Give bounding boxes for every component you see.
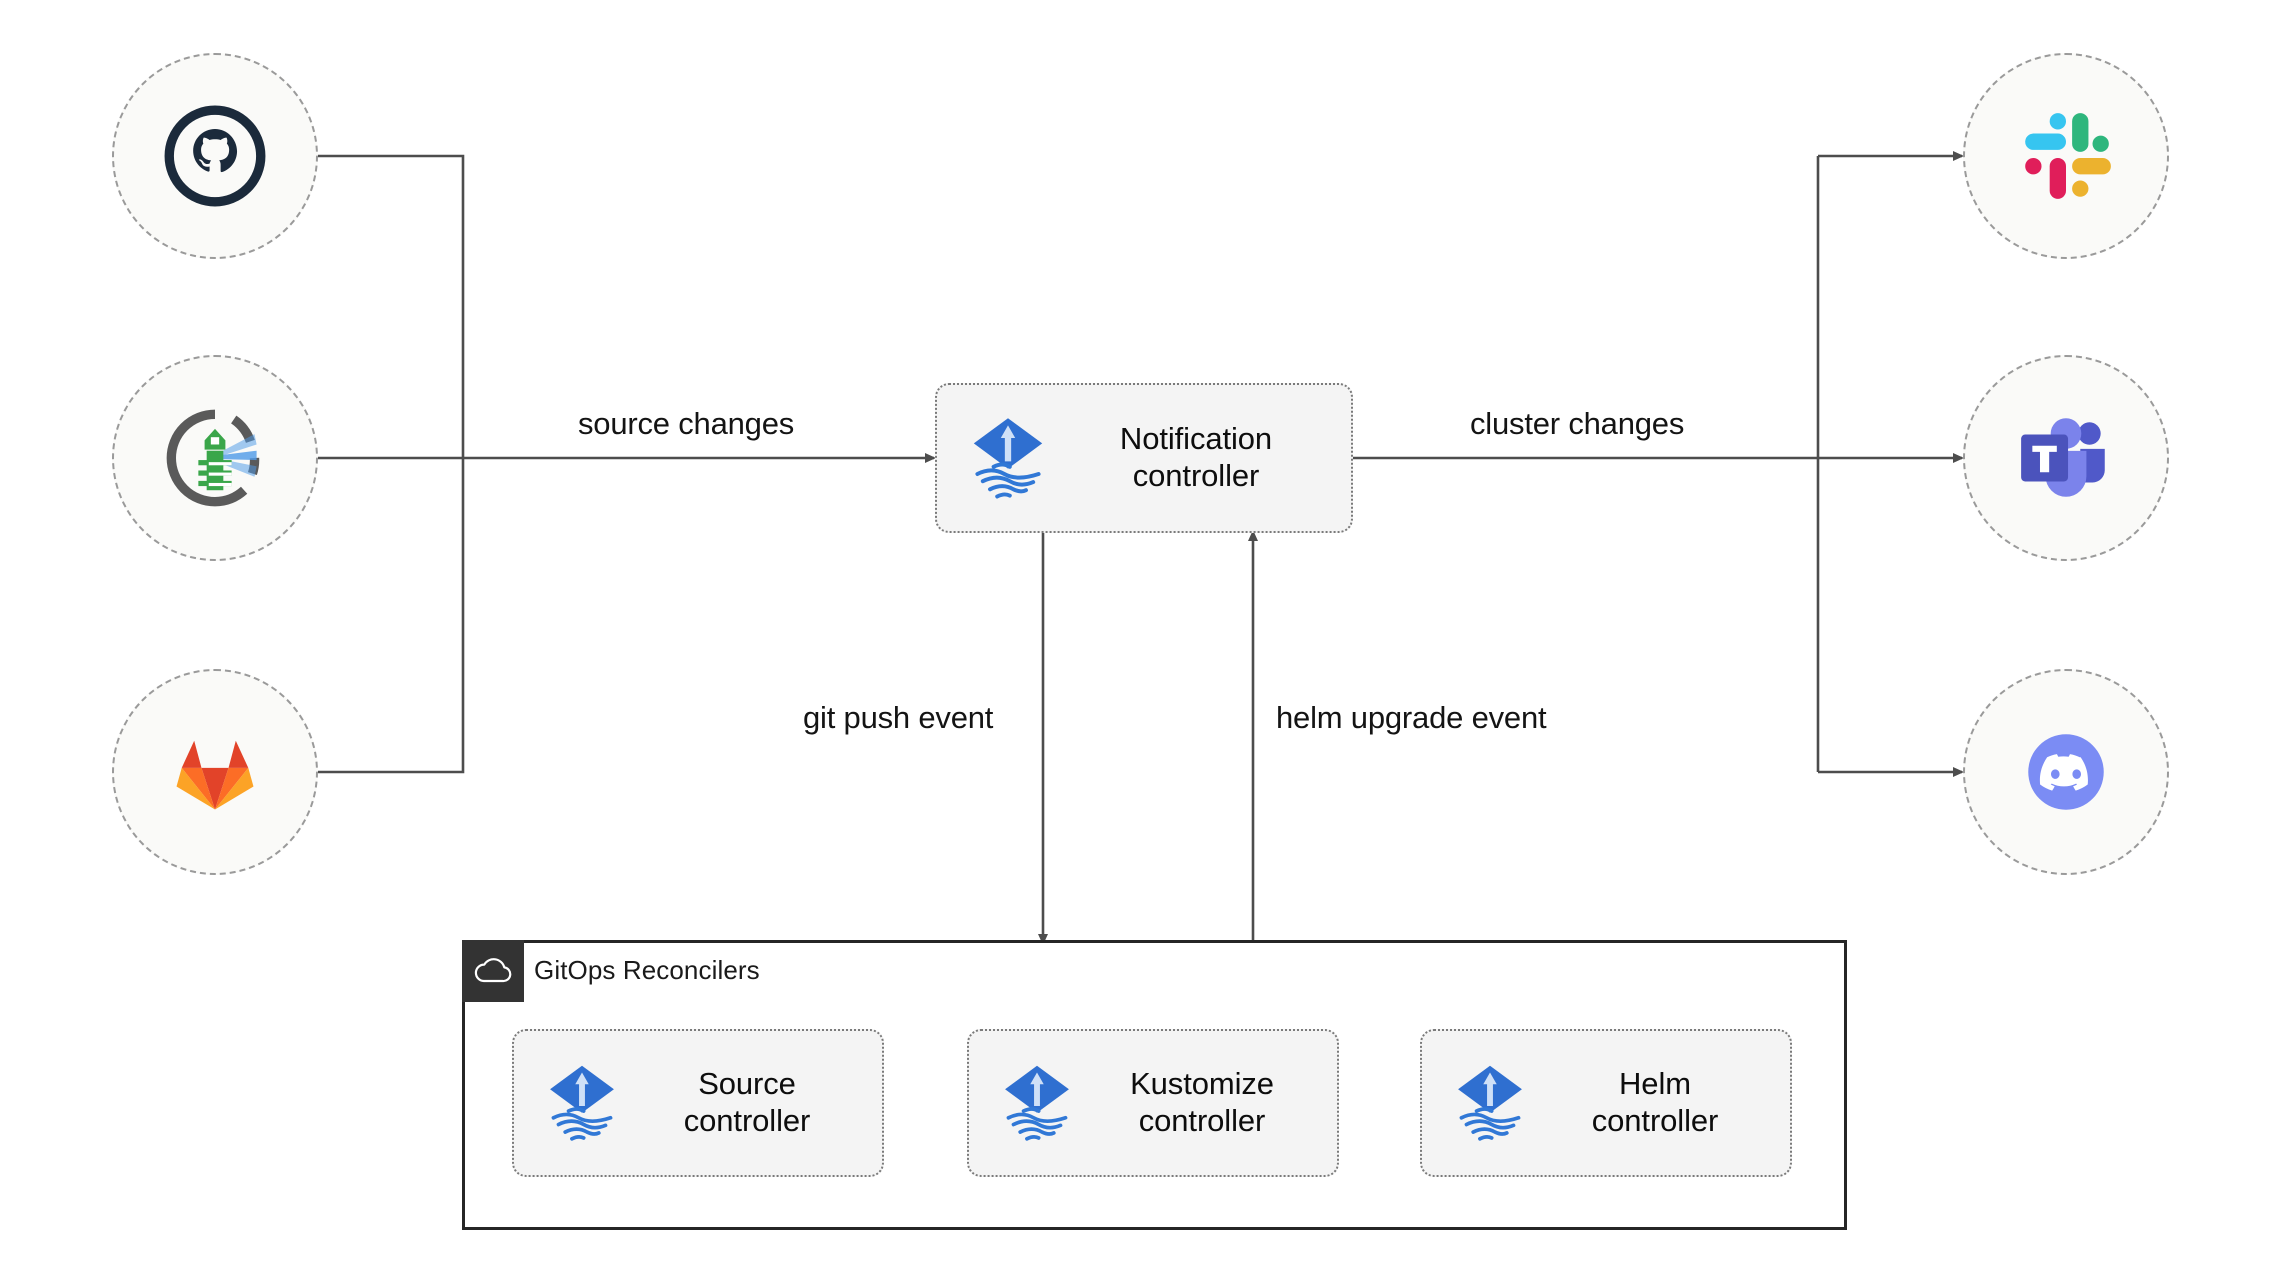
source-node-gitlab[interactable] bbox=[112, 669, 318, 875]
destination-node-teams[interactable] bbox=[1963, 355, 2169, 561]
flux-logo-icon bbox=[995, 1059, 1079, 1148]
edge-label-cluster-changes: cluster changes bbox=[1470, 406, 1685, 441]
flux-logo-icon bbox=[1448, 1059, 1532, 1148]
source-controller-box[interactable]: Source controller bbox=[512, 1029, 884, 1177]
edge-label-git-push-event: git push event bbox=[803, 700, 994, 735]
helm-controller-box[interactable]: Helm controller bbox=[1420, 1029, 1792, 1177]
helm-controller-label: Helm controller bbox=[1591, 1066, 1719, 1138]
edge-label-source-changes: source changes bbox=[578, 406, 795, 441]
source-controller-label: Source controller bbox=[683, 1066, 811, 1138]
cloud-icon bbox=[474, 958, 512, 983]
slack-icon bbox=[2025, 113, 2111, 199]
github-icon bbox=[164, 105, 266, 207]
notification-controller-label: Notification controller bbox=[1119, 421, 1273, 493]
harbor-icon bbox=[166, 409, 260, 507]
discord-icon bbox=[2028, 734, 2104, 810]
kustomize-controller-box[interactable]: Kustomize controller bbox=[967, 1029, 1339, 1177]
source-node-github[interactable] bbox=[112, 53, 318, 259]
edge-label-helm-upgrade-event: helm upgrade event bbox=[1276, 700, 1547, 735]
flux-logo-icon bbox=[963, 411, 1053, 506]
edge-gitlab-to-bus bbox=[318, 458, 465, 774]
edge-github-to-bus bbox=[318, 154, 465, 458]
source-node-harbor[interactable] bbox=[112, 355, 318, 561]
notification-controller-box[interactable]: Notification controller bbox=[935, 383, 1353, 533]
destination-node-slack[interactable] bbox=[1963, 53, 2169, 259]
kustomize-controller-label: Kustomize controller bbox=[1130, 1066, 1274, 1138]
gitlab-icon bbox=[176, 740, 254, 810]
destination-node-discord[interactable] bbox=[1963, 669, 2169, 875]
microsoft-teams-icon bbox=[2021, 418, 2105, 497]
gitops-reconcilers-title: GitOps Reconcilers bbox=[534, 955, 760, 985]
flux-logo-icon bbox=[540, 1059, 624, 1148]
gitops-badge bbox=[462, 940, 524, 1002]
